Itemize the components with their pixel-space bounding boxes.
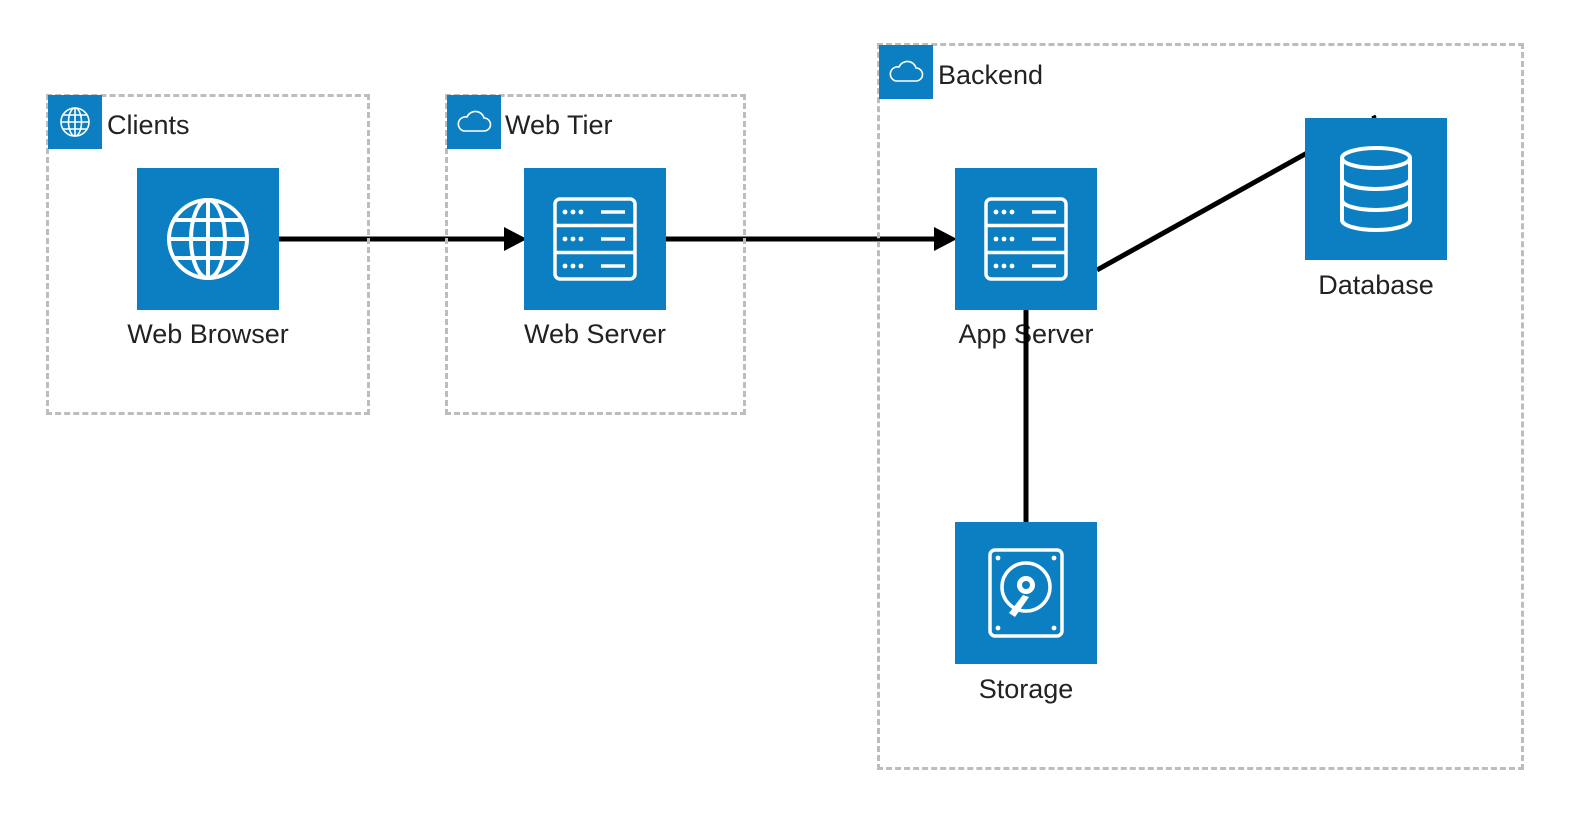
group-web-tier-label: Web Tier (505, 110, 613, 140)
group-clients-label: Clients (107, 110, 190, 140)
globe-icon (60, 107, 90, 137)
arrowhead-web-server (504, 227, 527, 251)
group-web-tier (445, 94, 746, 415)
group-web-tier-badge (447, 95, 501, 149)
node-storage-label: Storage (978, 674, 1074, 704)
node-database-label: Database (1318, 270, 1434, 300)
group-backend-badge (879, 45, 933, 99)
node-app-server[interactable] (955, 168, 1097, 310)
node-web-browser[interactable] (137, 168, 279, 310)
group-backend (877, 43, 1524, 770)
database-icon (1340, 146, 1412, 232)
cloud-icon (457, 110, 492, 132)
node-web-browser-label: Web Browser (127, 319, 289, 349)
node-web-server[interactable] (524, 168, 666, 310)
edge-app-server-to-database (1095, 150, 1309, 273)
server-icon (553, 197, 637, 281)
arrowhead-app-server (934, 227, 957, 251)
edge-app-server-to-database-tick (1371, 114, 1377, 120)
cloud-icon (889, 60, 924, 82)
globe-icon (167, 198, 249, 280)
group-backend-label: Backend (938, 60, 1044, 90)
server-icon (984, 197, 1068, 281)
group-clients (46, 94, 370, 415)
node-app-server-label: App Server (958, 319, 1094, 349)
hard-drive-icon (988, 548, 1064, 638)
group-clients-badge (48, 95, 102, 149)
node-storage[interactable] (955, 522, 1097, 664)
node-database[interactable] (1305, 118, 1447, 260)
node-web-server-label: Web Server (523, 319, 667, 349)
